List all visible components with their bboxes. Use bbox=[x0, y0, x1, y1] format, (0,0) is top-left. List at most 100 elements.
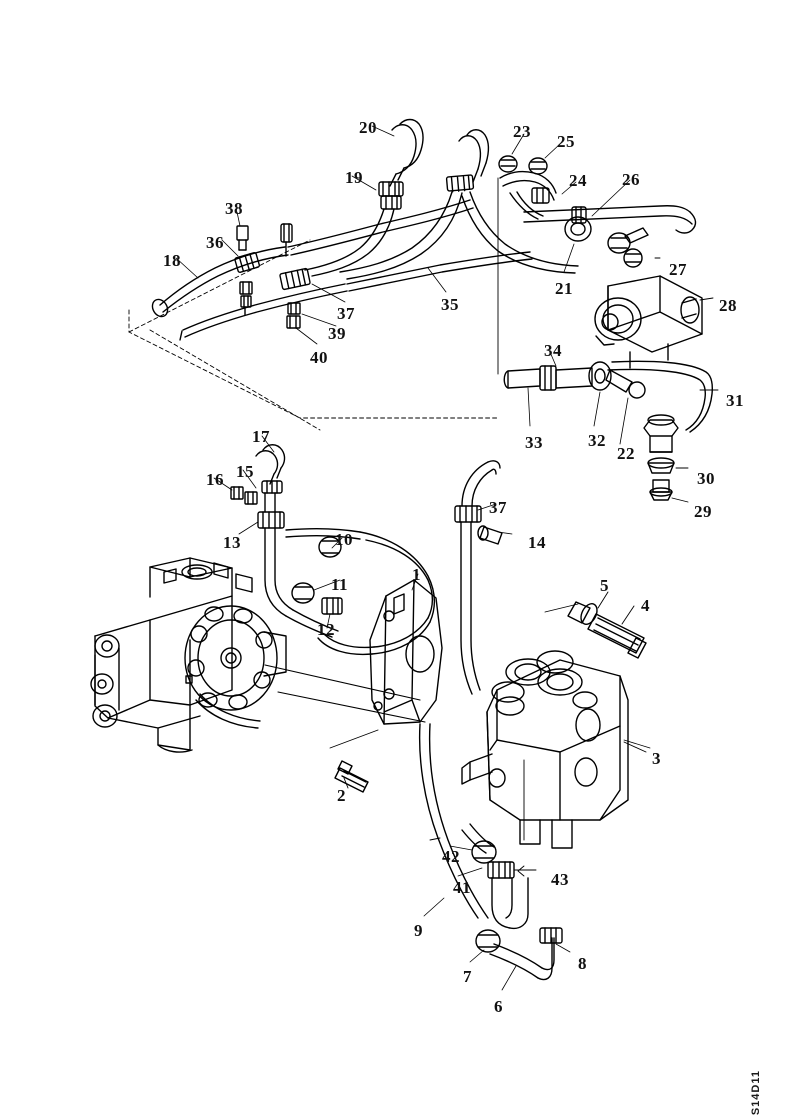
pump-block-3 bbox=[461, 650, 629, 849]
callout-24: 24 bbox=[569, 171, 587, 190]
fitting-8 bbox=[539, 927, 563, 944]
fitting-11 bbox=[291, 582, 315, 604]
hose-37-down bbox=[460, 521, 481, 695]
callout-14: 14 bbox=[528, 533, 546, 552]
hose-from-housing bbox=[195, 693, 261, 729]
callout-35: 35 bbox=[441, 295, 459, 314]
callout-38: 38 bbox=[225, 199, 243, 218]
callout-32: 32 bbox=[588, 431, 606, 450]
callout-39: 39 bbox=[328, 324, 346, 343]
fitting-37-lower bbox=[454, 505, 482, 523]
bolt-2 bbox=[334, 760, 369, 793]
stud-left-lower bbox=[239, 281, 253, 316]
fitting-24 bbox=[531, 187, 550, 204]
fitting-38 bbox=[236, 225, 249, 251]
callout-28: 28 bbox=[719, 296, 737, 315]
fitting-13 bbox=[257, 511, 285, 529]
callout-19: 19 bbox=[345, 168, 363, 187]
sheet-code-watermark: S14D11 bbox=[750, 1070, 762, 1115]
callout-30: 30 bbox=[697, 469, 715, 488]
fitting-36 bbox=[234, 252, 261, 273]
hose-35-up bbox=[445, 129, 490, 193]
callout-29: 29 bbox=[694, 502, 712, 521]
callout-6: 6 bbox=[494, 997, 503, 1016]
callout-20: 20 bbox=[359, 118, 377, 137]
hose-6 bbox=[489, 937, 555, 981]
nut-stack-29-30 bbox=[643, 414, 679, 501]
callout-25: 25 bbox=[557, 132, 575, 151]
fitting-16 bbox=[230, 486, 258, 505]
hose-18 bbox=[151, 246, 289, 318]
callout-17: 17 bbox=[252, 427, 270, 446]
fitting-12 bbox=[321, 597, 343, 615]
callout-27: 27 bbox=[669, 260, 687, 279]
hose-20 bbox=[389, 118, 424, 187]
fitting-39 bbox=[287, 302, 301, 315]
tube-34 bbox=[503, 361, 646, 399]
callout-37: 37 bbox=[337, 304, 355, 323]
hose-9 bbox=[418, 723, 489, 919]
callout-31: 31 bbox=[726, 391, 744, 410]
hose-lower-run bbox=[179, 283, 348, 341]
steering-housing bbox=[90, 557, 253, 753]
callout-4: 4 bbox=[641, 596, 650, 615]
fitting-23 bbox=[498, 155, 518, 173]
callout-7: 7 bbox=[463, 967, 472, 986]
callout-37-lower: 37 bbox=[489, 498, 507, 517]
callout-16: 16 bbox=[206, 470, 224, 489]
callout-9: 9 bbox=[414, 921, 423, 940]
bracket-1 bbox=[369, 579, 443, 725]
callout-2: 2 bbox=[337, 786, 346, 805]
fitting-41 bbox=[487, 861, 515, 879]
pump-28 bbox=[594, 275, 703, 369]
fitting-26 bbox=[564, 206, 592, 242]
callout-15: 15 bbox=[236, 462, 254, 481]
hose-31 bbox=[607, 360, 714, 433]
bolt-4-5 bbox=[567, 601, 647, 659]
tube-17 bbox=[255, 444, 286, 485]
leader-lines bbox=[175, 125, 651, 991]
fitting-40 bbox=[286, 315, 301, 329]
callout-13: 13 bbox=[223, 533, 241, 552]
fitting-27 bbox=[607, 227, 649, 268]
hose-35 bbox=[339, 191, 463, 280]
small-square-detail bbox=[185, 675, 193, 684]
callout-41: 41 bbox=[453, 878, 471, 897]
callout-43: 43 bbox=[551, 870, 569, 889]
hose-lower-run-2 bbox=[346, 251, 533, 292]
fitting-19 bbox=[378, 181, 404, 210]
fitting-37-upper bbox=[279, 267, 311, 291]
fitting-15 bbox=[261, 480, 283, 494]
callout-11: 11 bbox=[331, 575, 349, 594]
callout-21: 21 bbox=[555, 279, 573, 298]
fitting-7 bbox=[475, 929, 501, 953]
hose-above-37 bbox=[461, 460, 501, 507]
callout-26: 26 bbox=[622, 170, 640, 189]
steering-valve-flange bbox=[184, 605, 287, 711]
callout-8: 8 bbox=[578, 954, 587, 973]
callout-34: 34 bbox=[544, 341, 562, 360]
callout-12: 12 bbox=[317, 620, 335, 639]
callout-33: 33 bbox=[525, 433, 543, 452]
tube-26 bbox=[523, 205, 697, 234]
fitting-25 bbox=[528, 157, 548, 175]
callout-42: 42 bbox=[442, 847, 460, 866]
callout-10: 10 bbox=[335, 530, 353, 549]
hose-18-upper-run bbox=[287, 199, 474, 256]
hose-41-down bbox=[491, 877, 529, 930]
callout-23: 23 bbox=[513, 122, 531, 141]
hose-10-11-12 bbox=[285, 527, 435, 656]
fitting-14 bbox=[477, 525, 503, 545]
callout-36: 36 bbox=[206, 233, 224, 252]
callout-5: 5 bbox=[600, 576, 609, 595]
hose-19-run bbox=[304, 208, 395, 277]
callout-22: 22 bbox=[617, 444, 635, 463]
callout-3: 3 bbox=[652, 749, 661, 768]
stud-upper-mid bbox=[280, 223, 293, 257]
fitting-10 bbox=[318, 536, 342, 558]
callout-40: 40 bbox=[310, 348, 328, 367]
callout-1: 1 bbox=[412, 565, 421, 584]
fitting-42 bbox=[471, 840, 497, 864]
